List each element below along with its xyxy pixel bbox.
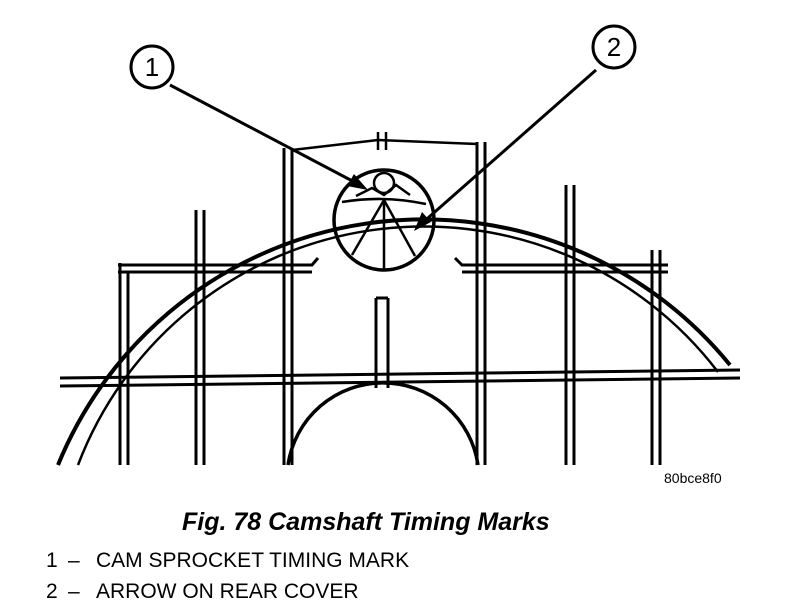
legend-item-text: CAM SPROCKET TIMING MARK <box>96 549 410 572</box>
callout-2: 2 <box>591 24 637 70</box>
callout-2-label: 2 <box>607 32 621 62</box>
legend: 1–CAM SPROCKET TIMING MARK 2–ARROW ON RE… <box>46 545 409 607</box>
legend-item: 1–CAM SPROCKET TIMING MARK <box>46 545 409 576</box>
grille-horizontal-bars <box>59 256 741 388</box>
image-id: 80bce8f0 <box>664 470 722 486</box>
cam-sprocket-timing-mark <box>341 171 427 270</box>
legend-item-number: 2 <box>46 580 58 603</box>
legend-item-separator: – <box>68 580 80 603</box>
callout-1: 1 <box>129 44 175 90</box>
grille-vertical-bars <box>118 142 662 465</box>
center-slot <box>374 296 390 388</box>
callout-2-circle <box>591 24 637 70</box>
cover-inner-edge <box>76 225 719 466</box>
legend-item-number: 1 <box>46 549 58 572</box>
lower-sprocket-hub <box>286 381 480 466</box>
legend-item-separator: – <box>68 549 80 572</box>
cover-top-rib <box>291 132 478 152</box>
figure-caption: Fig. 78 Camshaft Timing Marks <box>182 508 550 536</box>
arrowheads <box>347 174 431 231</box>
callout-1-label: 1 <box>145 52 159 82</box>
legend-item: 2–ARROW ON REAR COVER <box>46 576 409 607</box>
cover-outer-edge <box>56 217 732 466</box>
callout-arrows <box>169 68 597 227</box>
legend-item-text: ARROW ON REAR COVER <box>96 580 359 603</box>
callout-1-circle <box>129 44 175 90</box>
